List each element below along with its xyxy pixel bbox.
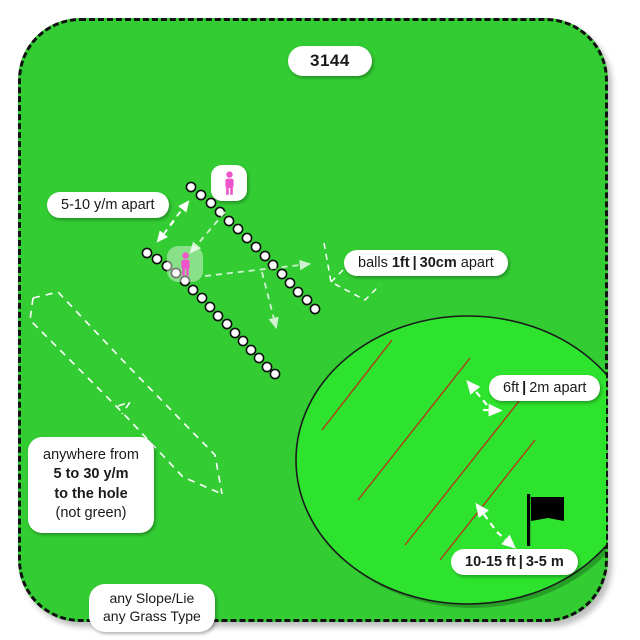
label-hole-distance: 10-15 ft|3-5 m (451, 549, 578, 575)
approach-line-4: (not green) (55, 504, 127, 521)
green-spacing-suffix: apart (553, 380, 587, 396)
hole-distance-metric: 3-5 m (525, 554, 564, 570)
green-spacing-imperial: 6ft (503, 380, 520, 396)
person-icon (224, 171, 234, 195)
ball-spacing-prefix: balls (358, 255, 388, 271)
ball-spacing-separator: | (412, 255, 417, 271)
label-player-spacing: 5-10 y/m apart (47, 192, 169, 218)
approach-line-3: to the hole (54, 485, 128, 502)
label-approach-distance: anywhere from 5 to 30 y/m to the hole (n… (28, 437, 154, 534)
label-surface-conditions: any Slope/Lie any Grass Type (89, 584, 215, 632)
hole-distance-separator: | (518, 554, 523, 570)
surface-line-2: any Grass Type (103, 607, 201, 624)
drill-number-badge: 3144 (288, 46, 372, 76)
hole-distance-imperial: 10-15 ft (465, 554, 516, 570)
ball-spacing-suffix: apart (460, 255, 494, 271)
person-icon (180, 252, 190, 276)
player-marker-ghost[interactable] (167, 246, 203, 282)
label-ball-spacing: balls 1ft|30cm apart (344, 250, 508, 276)
ball-spacing-imperial: 1ft (391, 255, 410, 271)
green-spacing-separator: | (522, 380, 527, 396)
player-marker-primary[interactable] (211, 165, 247, 201)
ball-spacing-metric: 30cm (419, 255, 457, 271)
approach-line-2: 5 to 30 y/m (53, 466, 129, 483)
green-spacing-metric: 2m (529, 380, 550, 396)
label-green-spacing: 6ft|2m apart (489, 375, 601, 401)
approach-line-1: anywhere from (43, 447, 139, 463)
surface-line-1: any Slope/Lie (109, 590, 195, 606)
label-player-spacing-text: 5-10 y/m apart (61, 197, 155, 213)
